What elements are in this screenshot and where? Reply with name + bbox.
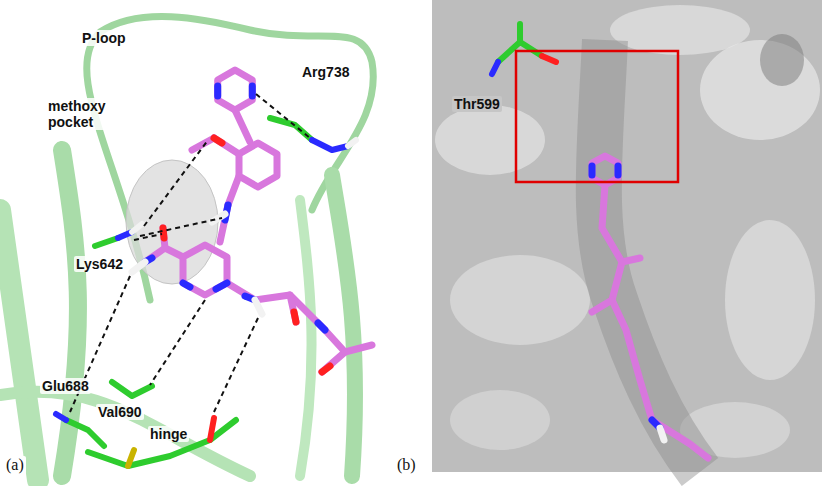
protein-surface <box>432 0 822 472</box>
beta-strand <box>0 210 38 480</box>
protein-cartoon <box>0 0 415 480</box>
residue-label: Val690 <box>96 404 144 420</box>
residue-label: Glu688 <box>40 378 91 394</box>
region-label: methoxy pocket <box>46 98 124 130</box>
residue-label: Thr599 <box>452 96 502 112</box>
ligand-atoms <box>132 86 330 372</box>
residue-label: Arg738 <box>300 64 351 80</box>
panel-tag: (a) <box>4 456 26 474</box>
panel-ground <box>0 0 415 476</box>
residue-label: Lys642 <box>74 256 125 272</box>
loop-ribbon <box>0 392 250 476</box>
beta-strand <box>332 175 355 476</box>
residue-sticks <box>56 118 356 466</box>
beta-strand <box>300 200 312 476</box>
region-label: P-loop <box>80 30 128 46</box>
p-loop-ribbon <box>87 17 374 300</box>
ligand-sticks <box>145 70 372 372</box>
hydrogen-bonds <box>70 94 310 412</box>
highlight-box <box>516 51 678 182</box>
region-label: hinge <box>148 426 189 442</box>
panel-tag: (b) <box>395 456 418 474</box>
